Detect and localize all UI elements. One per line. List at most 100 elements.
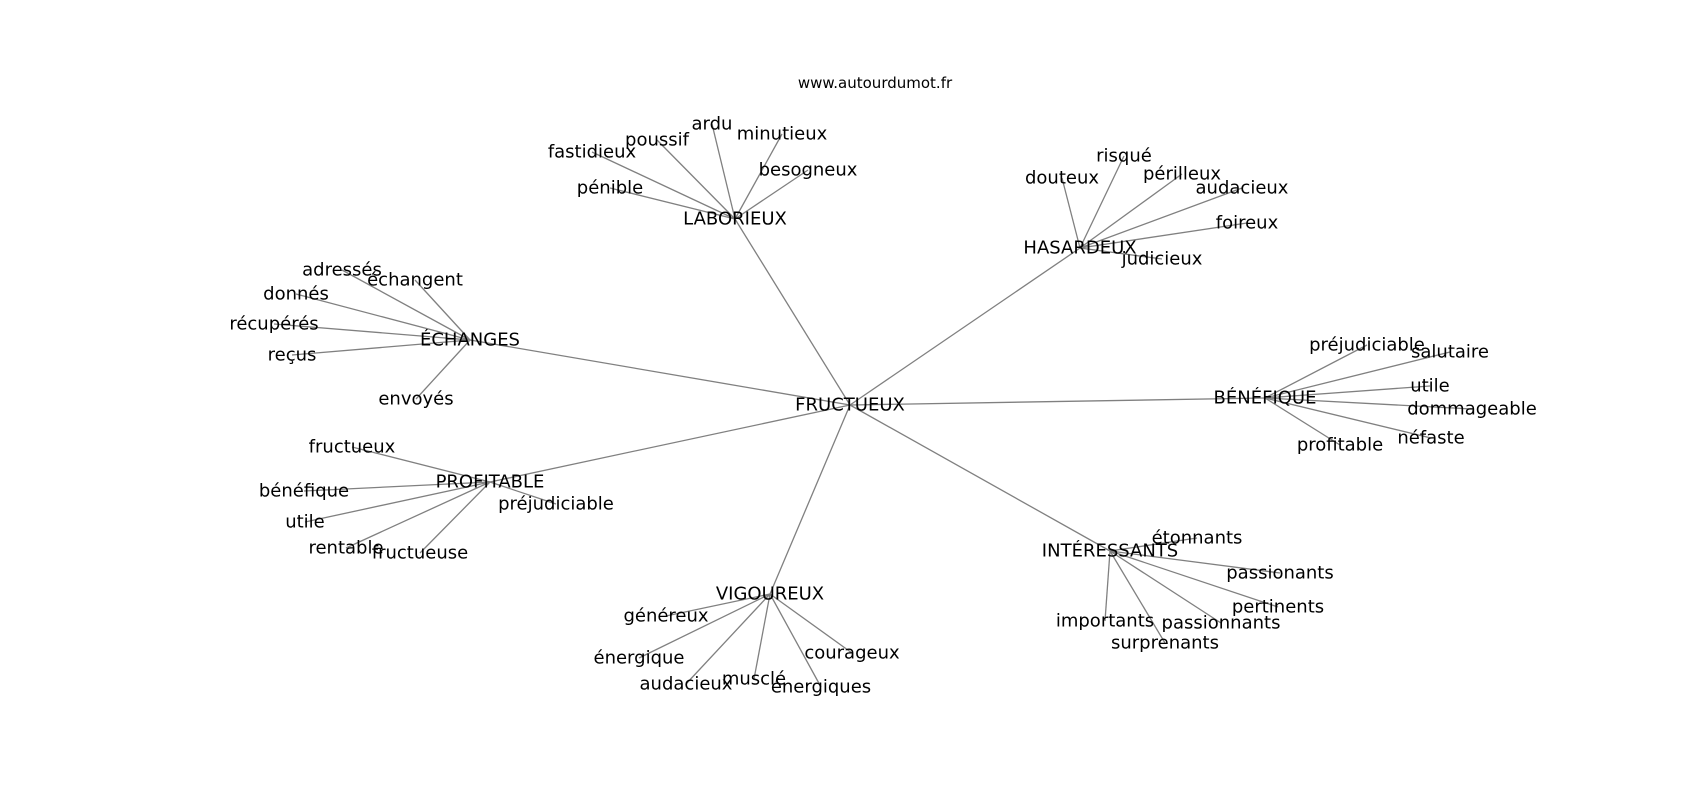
edge-hasardeux-douteux [1061,177,1081,249]
edge-interessants-etonnants [1109,537,1198,552]
word-profitable-utile: utile [285,512,325,533]
word-hasardeux-perilleux: périlleux [1143,164,1221,185]
edge-benefique-nefaste [1264,397,1432,439]
word-hasardeux-risque: risqué [1096,146,1152,167]
edge-root-interessants [849,404,1111,552]
edge-vigoureux-courageux [769,593,853,654]
word-hasardeux-foireux: foireux [1216,213,1279,234]
word-laborieux-penible: pénible [577,178,643,199]
word-laborieux-besogneux: besogneux [759,160,858,181]
edge-hasardeux-judicieux [1079,247,1163,260]
edge-hasardeux-foireux [1079,222,1248,249]
word-echanges-echangent: échangent [367,270,463,291]
word-vigoureux-audacieux: audacieux [640,674,733,695]
edge-laborieux-besogneux [734,169,809,220]
word-vigoureux-genereux: généreux [623,606,708,627]
word-echanges-recus: reçus [268,345,317,366]
edge-echanges-recus [291,339,471,356]
word-benefique-profitable: profitable [1297,435,1383,456]
edge-laborieux-ardu [711,123,736,220]
graph-labels: www.autourdumot.fr FRUCTUEUX LABORIEUX fas… [229,74,1536,698]
node-echanges: ÉCHANGES [420,329,520,351]
word-benefique-salutaire: salutaire [1411,342,1489,363]
edge-benefique-utile [1264,385,1431,399]
node-benefique: BÉNÉFIQUE [1214,387,1317,409]
edge-vigoureux-energiques [769,593,822,688]
word-profitable-rentable: rentable [308,538,383,559]
edge-laborieux-penible [609,187,736,220]
edge-profitable-rentable [345,481,491,549]
edge-laborieux-poussif [656,139,736,220]
edge-profitable-fructueux [351,446,491,483]
word-hasardeux-audacieux: audacieux [1196,178,1289,199]
word-interessants-surprenants: surprenants [1111,633,1219,654]
edge-vigoureux-energique [638,593,771,659]
edge-benefique-profitable [1264,397,1341,446]
word-profitable-benefique: bénéfique [259,481,349,502]
edge-hasardeux-perilleux [1079,173,1183,249]
edge-benefique-salutaire [1264,351,1451,399]
edge-vigoureux-muscle [753,593,771,680]
word-echanges-adresses: adressés [302,260,382,281]
edge-root-echanges [469,339,851,406]
word-vigoureux-muscle: musclé [722,669,786,690]
word-profitable-prejudiciable: préjudiciable [498,494,614,515]
word-benefique-dommageable: dommageable [1407,399,1537,420]
edge-interessants-importants [1104,550,1111,622]
edge-root-profitable [489,404,851,483]
edge-interessants-passionnants [1109,550,1222,624]
word-interessants-passionnants: passionnants [1162,613,1281,634]
word-hasardeux-douteux: douteux [1025,168,1099,189]
edge-interessants-surprenants [1109,550,1166,644]
node-root-fructueux: FRUCTUEUX [795,395,905,416]
word-vigoureux-courageux: courageux [804,643,900,664]
edge-echanges-echangent [414,279,471,341]
word-laborieux-ardu: ardu [692,114,733,135]
node-interessants: INTÉRESSANTS [1042,540,1178,562]
edge-laborieux-fastidieux [591,151,736,220]
edge-echanges-adresses [341,269,471,341]
edge-vigoureux-genereux [665,593,771,617]
edge-echanges-recuperes [273,323,471,341]
word-echanges-recuperes: récupérés [229,314,318,335]
edge-hasardeux-audacieux [1079,187,1243,249]
word-vigoureux-energique: énergique [594,648,685,669]
edge-profitable-utile [304,481,491,523]
word-benefique-prejudiciable: préjudiciable [1309,335,1425,356]
word-interessants-etonnants: étonnants [1152,528,1243,549]
word-laborieux-poussif: poussif [625,130,690,151]
edge-hasardeux-risque [1079,155,1125,249]
edge-profitable-fructueuse [419,481,491,554]
word-vigoureux-energiques: énergiques [771,677,871,698]
edge-interessants-pertinents [1109,550,1279,608]
edge-interessants-passionants [1109,550,1281,574]
edge-benefique-dommageable [1264,397,1473,410]
edge-echanges-envoyes [415,339,471,400]
graph-edges [273,123,1473,688]
edge-profitable-benefique [303,481,491,492]
edge-echanges-donnes [295,293,471,341]
edge-vigoureux-audacieux [685,593,771,685]
edge-benefique-prejudiciable [1264,344,1368,399]
word-interessants-pertinents: pertinents [1232,597,1324,618]
word-profitable-fructueuse: fructueuse [372,543,468,564]
edge-laborieux-minutieux [734,133,783,220]
word-echanges-donnes: donnés [263,284,329,305]
word-profitable-fructueux: fructueux [309,437,396,458]
word-hasardeux-judicieux: judicieux [1121,249,1203,270]
word-laborieux-fastidieux: fastidieux [548,142,637,163]
edge-profitable-prejudiciable [489,481,557,505]
site-url[interactable]: www.autourdumot.fr [798,74,953,92]
node-profitable: PROFITABLE [436,472,545,493]
word-interessants-passionants: passionants [1226,563,1334,584]
node-laborieux: LABORIEUX [683,209,787,230]
node-vigoureux: VIGOUREUX [716,584,824,605]
word-benefique-nefaste: néfaste [1397,428,1464,449]
edge-root-benefique [849,397,1266,406]
node-hasardeux: HASARDEUX [1023,238,1136,259]
edge-root-laborieux [734,218,851,406]
word-benefique-utile: utile [1410,376,1450,397]
word-echanges-envoyes: envoyés [378,389,453,410]
edge-root-hasardeux [849,247,1081,406]
